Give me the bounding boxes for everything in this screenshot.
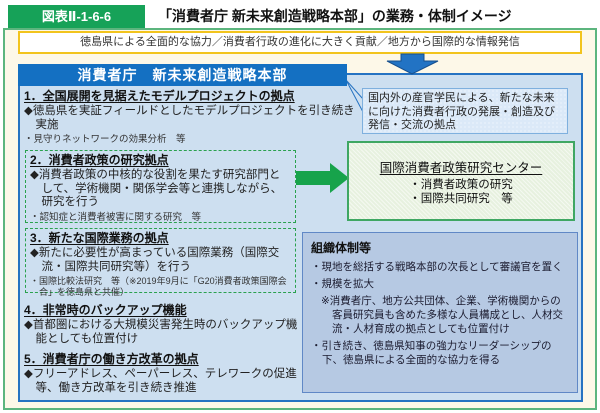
item-5-workstyle-reform: 5．消費者庁の働き方改革の拠点 ◆フリーアドレス、ペーパーレス、テレワークの促進…: [24, 352, 304, 395]
item-4-heading: 4．非常時のバックアップ機能: [24, 303, 187, 317]
headquarters-title-bar: 消費者庁 新未来創造戦略本部: [18, 64, 347, 86]
item-5-body: ◆フリーアドレス、ペーパーレス、テレワークの促進等、働き方改革を引き続き推進: [24, 368, 297, 394]
research-center-bullet: ・消費者政策の研究: [409, 178, 513, 191]
item-2-research-base: 2．消費者政策の研究拠点 ◆消費者政策の中核的な役割を果たす研究部門として、学術…: [25, 150, 296, 223]
item-1-model-project: 1．全国展開を見据えたモデルプロジェクトの拠点 ◆徳島県を実証フィールドとしたモ…: [24, 89, 356, 146]
item-1-note: ・見守りネットワークの効果分析 等: [24, 134, 186, 145]
item-4-backup-function: 4．非常時のバックアップ機能 ◆首都圏における大規模災害発生時のバックアップ機能…: [24, 303, 304, 346]
figure-title: 「消費者庁 新未来創造戦略本部」の業務・体制イメージ: [158, 8, 512, 24]
organization-header: 組織体制等: [311, 241, 372, 255]
organization-bullet: ・規模を拡大: [311, 278, 374, 290]
organization-bullet: ・現地を総括する戦略本部の次長として審議官を置く: [311, 261, 563, 273]
item-3-heading: 3．新たな国際業務の拠点: [30, 231, 169, 245]
research-center-box: 国際消費者政策研究センター ・消費者政策の研究 ・国際共同研究 等: [347, 141, 575, 221]
item-1-body: ◆徳島県を実証フィールドとしたモデルプロジェクトを引き続き実施: [24, 105, 355, 131]
organization-bullet: ・引き続き、徳島県知事の強力なリーダーシップの下、徳島県による全面的な協力を得る: [311, 340, 552, 366]
figure-number-label: 図表Ⅱ-1-6-6: [8, 5, 145, 28]
research-center-title: 国際消費者政策研究センター: [379, 160, 543, 175]
organization-note: ※消費者庁、地方公共団体、企業、学術機関からの客員研究員も含めた多様な人員構成と…: [321, 295, 563, 335]
item-2-body: ◆消費者政策の中核的な役割を果たす研究部門として、学術機関・関係学会等と連携しな…: [30, 169, 283, 208]
item-2-note: ・認知症と消費者被害に関する研究 等: [30, 211, 202, 223]
item-2-heading: 2．消費者政策の研究拠点: [30, 153, 169, 167]
item-3-body: ◆新たに必要性が高まっている国際業務（国際交流・国際共同研究等）を行う: [30, 247, 280, 273]
research-center-bullet: ・国際共同研究 等: [409, 192, 513, 205]
top-banner: 徳島県による全面的な協力／消費者行政の進化に大きく貢献／地方から国際的な情報発信: [18, 31, 582, 54]
organization-box: 組織体制等 ・現地を総括する戦略本部の次長として審議官を置く ・規模を拡大 ※消…: [302, 232, 578, 393]
item-4-body: ◆首都圏における大規模災害発生時のバックアップ機能としても位置付け: [24, 319, 298, 345]
item-3-international-base: 3．新たな国際業務の拠点 ◆新たに必要性が高まっている国際業務（国際交流・国際共…: [25, 228, 296, 297]
purpose-callout-box: 国内外の産官学民による、新たな未来に向けた消費者行政の発展・創造及び発信・交流の…: [362, 88, 568, 134]
item-5-heading: 5．消費者庁の働き方改革の拠点: [24, 352, 199, 366]
item-1-heading: 1．全国展開を見据えたモデルプロジェクトの拠点: [24, 89, 295, 103]
item-3-note: ・国際比較法研究 等（※2019年9月に「G20消費者政策国際会合」を徳島県と共…: [30, 276, 287, 297]
